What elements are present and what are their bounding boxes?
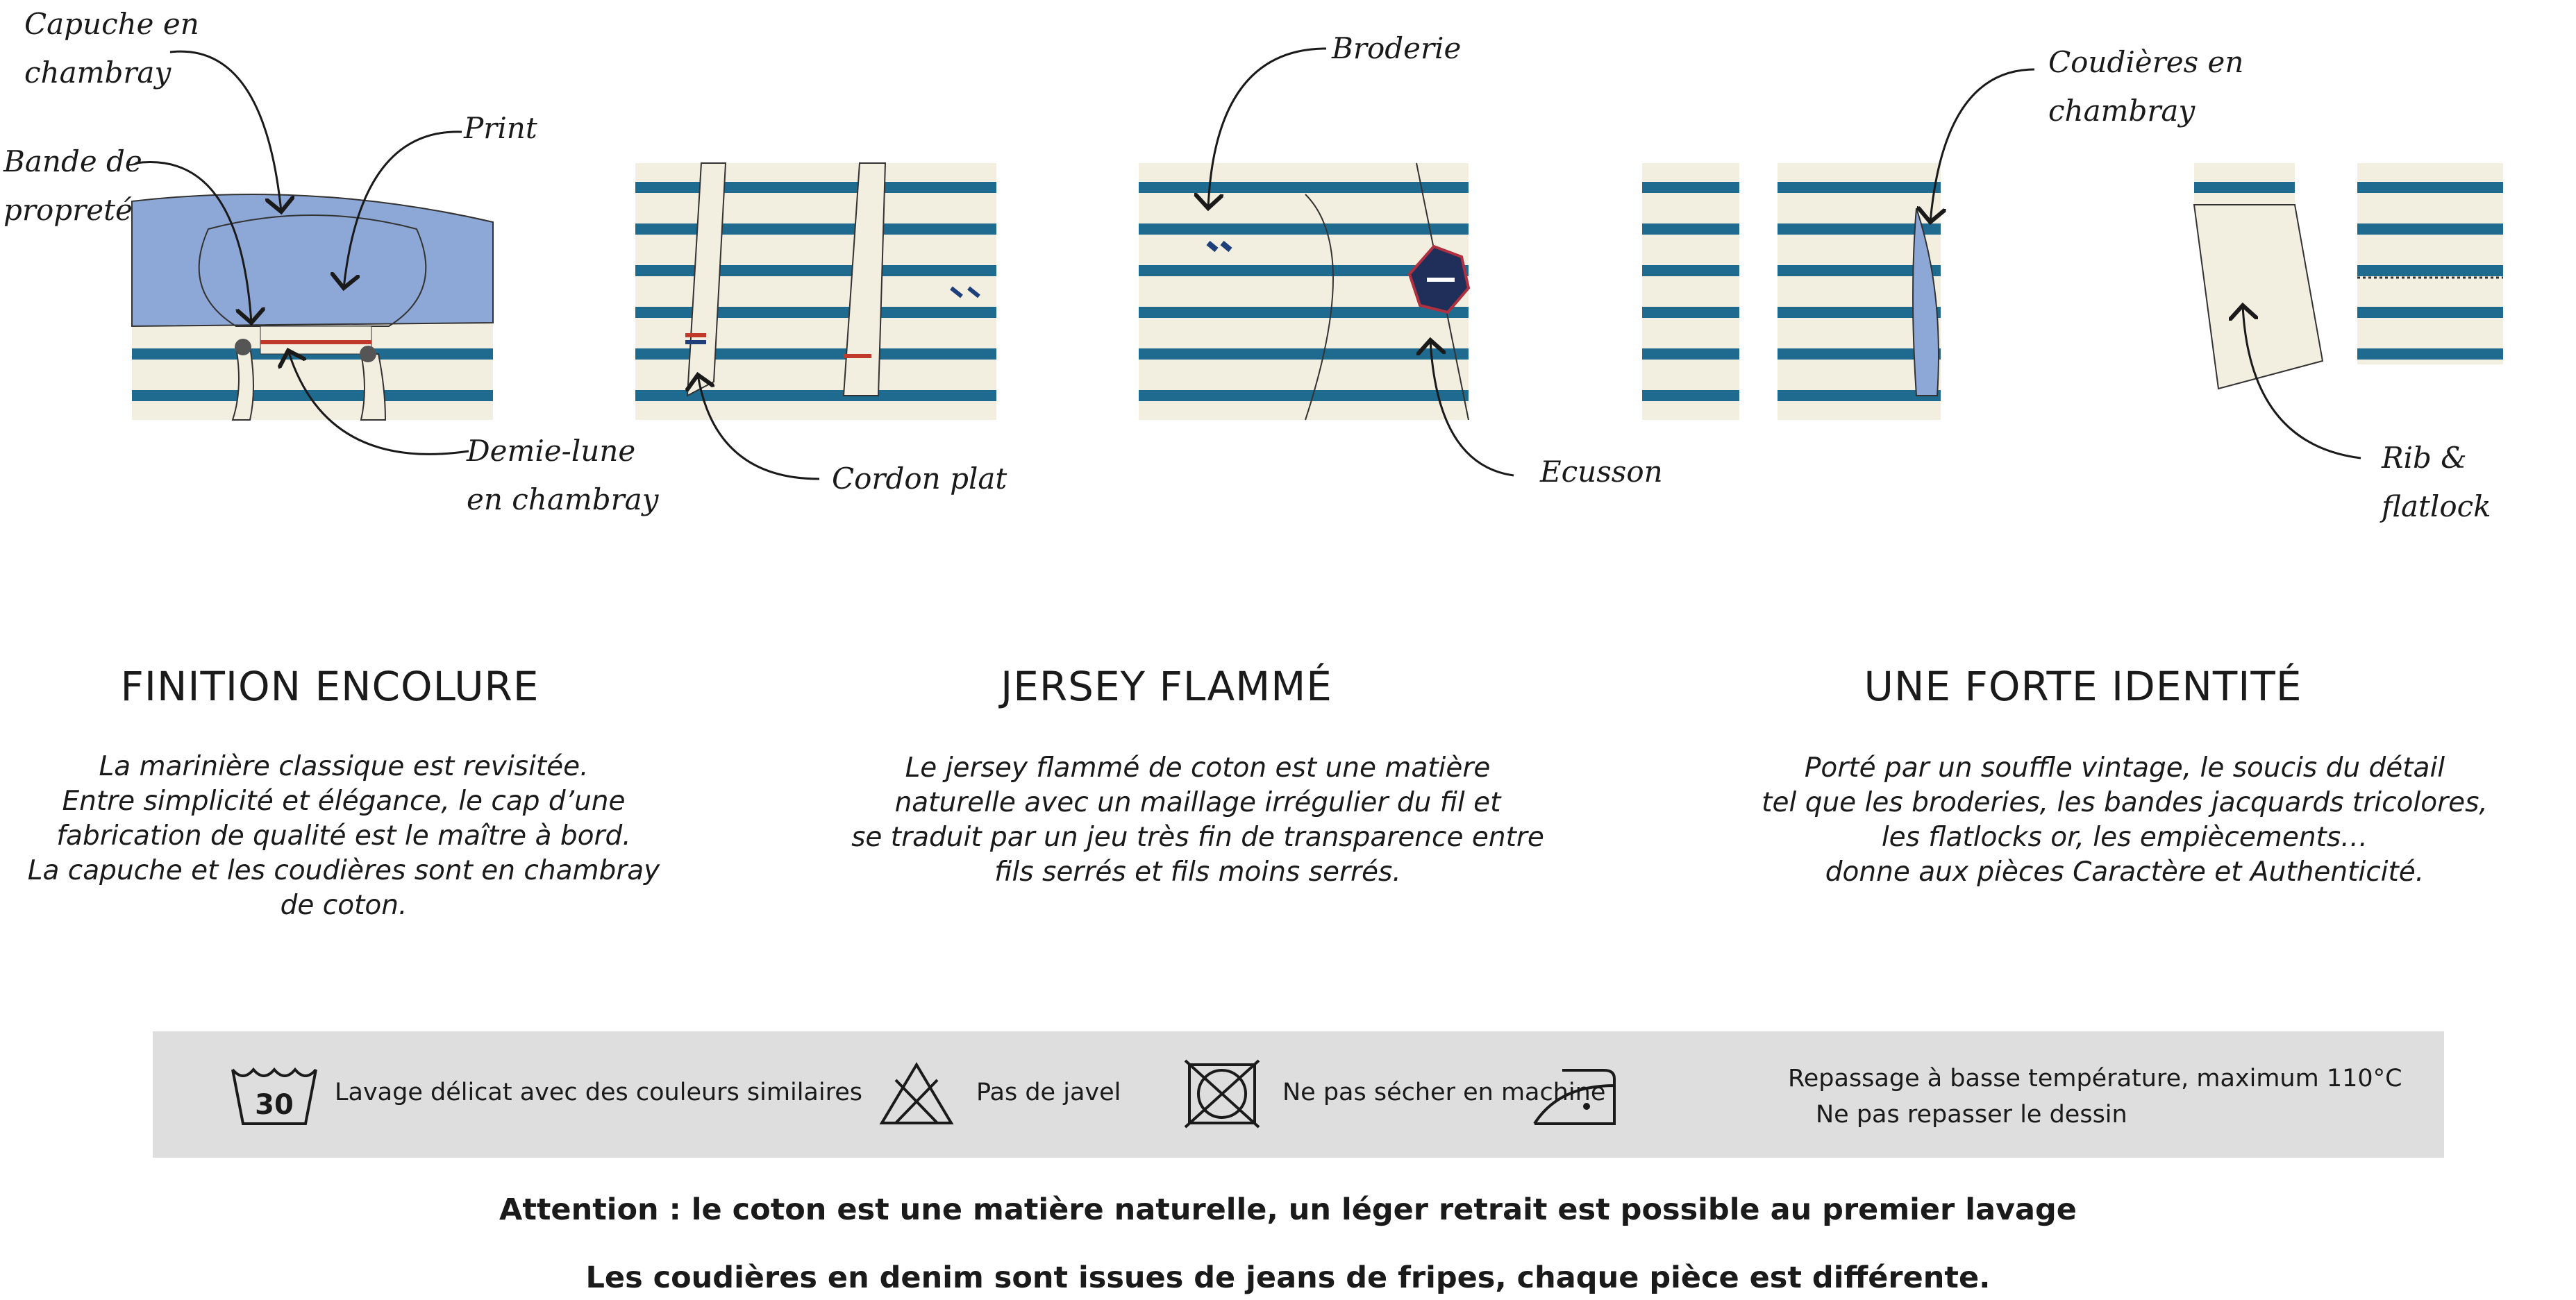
care-iron-line1: Repassage à basse température, maximum 1…	[1788, 1065, 2402, 1092]
care-no-dryer-label: Ne pas sécher en machine	[1282, 1079, 1606, 1106]
section-body-identite: Porté par un souffle vintage, le soucis …	[1762, 752, 2488, 888]
care-no-bleach-label: Pas de javel	[976, 1079, 1121, 1106]
care-iron-line2: Ne pas repasser le dessin	[1816, 1101, 2127, 1129]
label-broderie: Broderie	[1332, 31, 1462, 65]
care-instructions-band: 30 Lavage délicat avec des couleurs simi…	[153, 1031, 2444, 1158]
section-title-finition: FINITION ENCOLURE	[120, 663, 540, 710]
wash-30-icon: 30	[231, 1067, 317, 1125]
label-print: Print	[464, 111, 537, 145]
rib-illustration	[2193, 163, 2503, 390]
cord-illustration	[635, 162, 996, 420]
no-tumble-dry-icon	[1184, 1059, 1260, 1129]
elbow-illustration	[1642, 163, 1941, 420]
hood-illustration	[131, 194, 494, 421]
section-title-identite: UNE FORTE IDENTITÉ	[1864, 663, 2302, 710]
section-body-jersey: Le jersey flammé de coton est une matièr…	[851, 752, 1544, 888]
label-rib: Rib & flatlock	[2382, 441, 2491, 523]
no-bleach-icon	[879, 1062, 954, 1124]
annotation-arrows	[135, 47, 2361, 480]
label-cordon: Cordon plat	[832, 462, 1007, 496]
care-wash-label: Lavage délicat avec des couleurs similai…	[335, 1079, 862, 1106]
illustrations	[131, 47, 2503, 480]
svg-text:30: 30	[255, 1089, 294, 1121]
jersey-illustration	[1139, 162, 1471, 421]
section-body-finition: La marinière classique est revisitée.Ent…	[27, 751, 660, 921]
note-shrinkage: Attention : le coton est une matière nat…	[499, 1192, 2077, 1227]
iron-low-icon	[1533, 1069, 1616, 1125]
note-denim-patches: Les coudières en denim sont issues de je…	[585, 1260, 1991, 1295]
section-title-jersey: JERSEY FLAMMÉ	[1001, 663, 1332, 710]
label-ecusson: Ecusson	[1540, 455, 1663, 489]
